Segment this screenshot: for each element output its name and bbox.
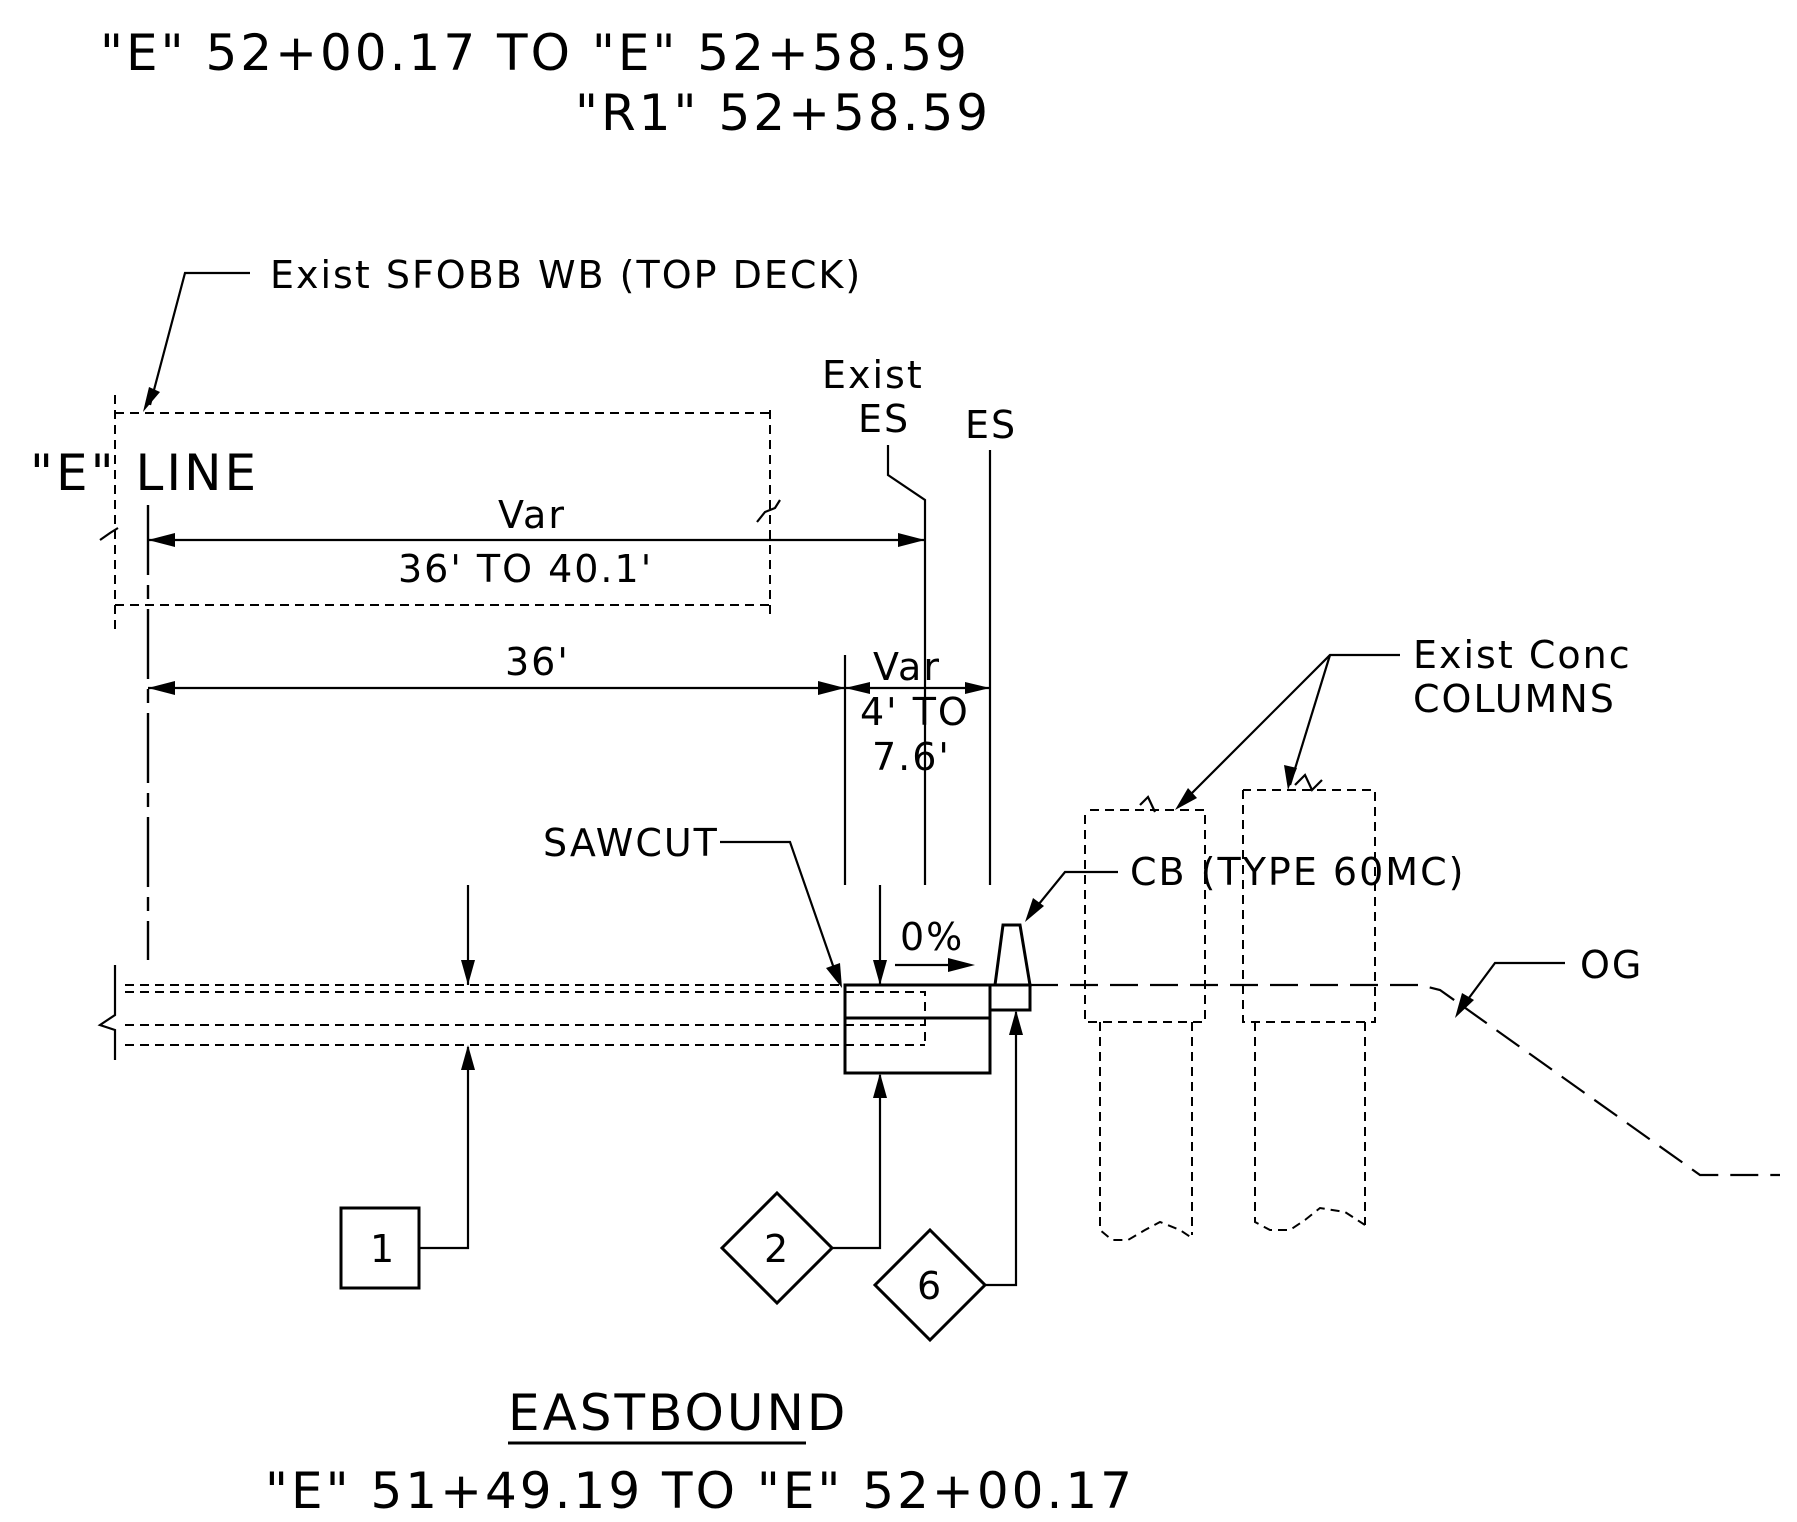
dimension-4-to-label: 4' TO bbox=[860, 690, 970, 734]
footer-title: EASTBOUND bbox=[508, 1384, 848, 1442]
exist-es-label-line-2: ES bbox=[858, 397, 910, 441]
callout-1-leader bbox=[420, 1045, 475, 1250]
dimension-36-label: 36' bbox=[505, 640, 570, 684]
columns-label-line-1: Exist Conc bbox=[1413, 633, 1632, 677]
existing-top-deck-outline bbox=[99, 395, 781, 630]
og-label: OG bbox=[1580, 943, 1643, 987]
callout-diamond-2-label: 2 bbox=[764, 1227, 790, 1271]
e-line-label: "E" LINE bbox=[30, 444, 259, 502]
deck-thickness-arrows bbox=[461, 885, 887, 985]
barrier-label: CB (TYPE 60MC) bbox=[1130, 850, 1465, 894]
dimension-var-36-to-40 bbox=[148, 533, 925, 547]
existing-deck-label: Exist SFOBB WB (TOP DECK) bbox=[270, 253, 862, 297]
dimension-var-top-label: Var bbox=[498, 493, 566, 537]
new-pavement-section bbox=[843, 983, 1030, 1075]
sawcut-label: SAWCUT bbox=[543, 821, 719, 865]
callout-6-leader bbox=[985, 1010, 1023, 1287]
dimension-var-mid-label: Var bbox=[873, 645, 941, 689]
callout-diamond-6-label: 6 bbox=[917, 1264, 943, 1308]
dimension-36 bbox=[148, 681, 845, 695]
dimension-var-4-to-7 bbox=[845, 682, 990, 694]
existing-deck-section bbox=[97, 965, 926, 1060]
slope-label: 0% bbox=[900, 915, 964, 959]
columns-leaders bbox=[1175, 653, 1400, 810]
og-leader bbox=[1455, 961, 1565, 1018]
slope-arrow bbox=[895, 958, 975, 972]
dimension-36-to-40-label: 36' TO 40.1' bbox=[398, 547, 653, 591]
callout-2-leader bbox=[832, 1073, 887, 1250]
callout-box-1 bbox=[339, 1206, 421, 1290]
sawcut-leader bbox=[720, 840, 842, 988]
existing-column-1 bbox=[1084, 795, 1206, 1241]
existing-column-2 bbox=[1242, 773, 1376, 1231]
columns-label-line-2: COLUMNS bbox=[1413, 677, 1616, 721]
header-station-line-1: "E" 52+00.17 TO "E" 52+58.59 bbox=[100, 24, 970, 82]
barrier-leader bbox=[1025, 870, 1118, 922]
exist-es-leader bbox=[886, 445, 927, 885]
callout-box-1-label: 1 bbox=[370, 1227, 396, 1271]
footer-station-range: "E" 51+49.19 TO "E" 52+00.17 bbox=[265, 1462, 1135, 1520]
header-station-line-2: "R1" 52+58.59 bbox=[575, 84, 991, 142]
exist-es-label-line-1: Exist bbox=[822, 353, 924, 397]
callout-diamond-2 bbox=[719, 1190, 835, 1306]
concrete-barrier bbox=[988, 923, 1032, 1012]
original-ground-line bbox=[1030, 983, 1780, 1177]
callout-diamond-6 bbox=[872, 1227, 988, 1343]
es-label: ES bbox=[965, 403, 1017, 447]
existing-deck-leader bbox=[143, 271, 250, 412]
dimension-7-6-label: 7.6' bbox=[872, 735, 951, 779]
